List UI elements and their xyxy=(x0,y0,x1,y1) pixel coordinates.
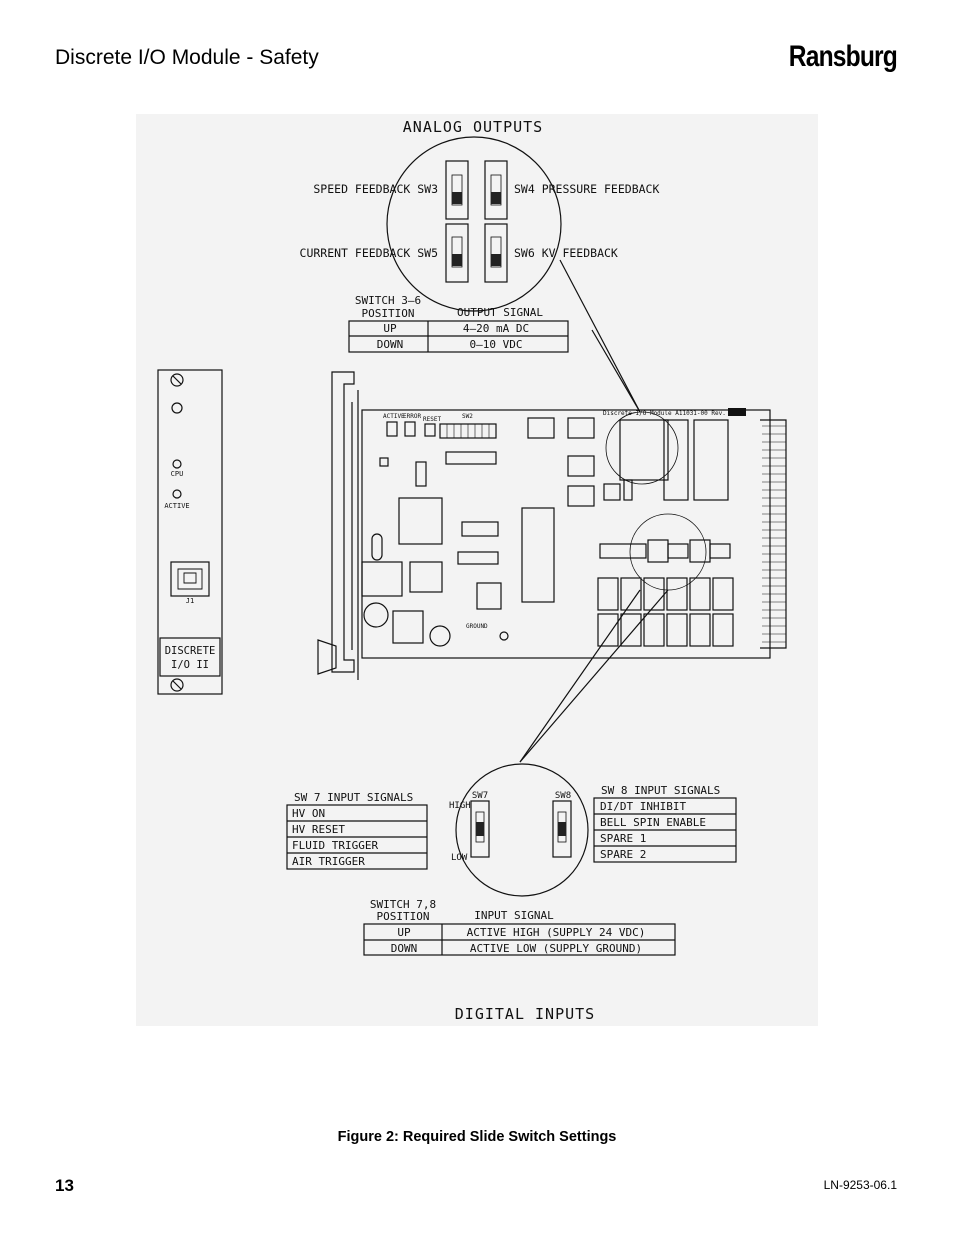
switch-settings-diagram: ANALOG OUTPUTS SPEED FEEDBACK SW3 SW4 PR… xyxy=(157,118,787,1023)
active-led-icon xyxy=(172,489,182,499)
relay-bank xyxy=(597,577,734,647)
svg-text:RESET: RESET xyxy=(423,416,441,423)
pcb-board: Discrete I/O Module A11031-00 Rev. ACTIV… xyxy=(361,408,787,659)
svg-text:UP: UP xyxy=(383,322,397,335)
sw4-label: SW4 PRESSURE FEEDBACK xyxy=(514,182,659,196)
cpu-led-icon xyxy=(172,459,182,469)
svg-text:SW2: SW2 xyxy=(462,413,473,420)
ic-u3 xyxy=(521,507,555,603)
document-number: LN-9253-06.1 xyxy=(823,1178,897,1192)
panel-name-line1: DISCRETE xyxy=(165,645,216,657)
svg-text:HV ON: HV ON xyxy=(292,807,325,820)
sw3-label: SPEED FEEDBACK SW3 xyxy=(313,182,438,196)
sw6-switch xyxy=(484,223,508,283)
svg-text:ACTIVE: ACTIVE xyxy=(383,413,405,420)
svg-text:SWITCH 7,8: SWITCH 7,8 xyxy=(370,898,436,911)
digital-switch-detail-circle xyxy=(455,763,589,897)
sw5-label: CURRENT FEEDBACK SW5 xyxy=(300,246,438,260)
sw8-input-signals-table: SW 8 INPUT SIGNALS DI/DT INHIBIT BELL SP… xyxy=(593,784,737,863)
brand-logo: Ransburg xyxy=(788,40,898,73)
switch-7-8-table: SWITCH 7,8 POSITION INPUT SIGNAL UP ACTI… xyxy=(363,898,676,956)
page-header-title: Discrete I/O Module - Safety xyxy=(55,46,319,69)
sw8-detail-label: SW8 xyxy=(555,791,571,801)
leader-line-analog xyxy=(559,259,641,413)
svg-text:4–20 mA DC: 4–20 mA DC xyxy=(463,322,529,335)
sw7-input-signals-table: SW 7 INPUT SIGNALS HV ON HV RESET FLUID … xyxy=(286,791,428,870)
low-label: LOW xyxy=(451,853,468,863)
svg-text:POSITION: POSITION xyxy=(377,910,430,923)
figure-caption: Figure 2: Required Slide Switch Settings xyxy=(337,1129,617,1145)
svg-text:ERROR: ERROR xyxy=(403,413,421,420)
sw8-switch xyxy=(552,800,572,858)
svg-text:UP: UP xyxy=(397,926,411,939)
switch-3-6-table: SWITCH 3–6 POSITION OUTPUT SIGNAL UP 4–2… xyxy=(348,294,569,353)
svg-text:SW 7 INPUT SIGNALS: SW 7 INPUT SIGNALS xyxy=(294,791,413,804)
j1-label: J1 xyxy=(186,597,194,605)
sw6-label: SW6 KV FEEDBACK xyxy=(514,246,618,260)
digital-inputs-title: DIGITAL INPUTS xyxy=(455,1005,595,1023)
svg-text:SPARE 2: SPARE 2 xyxy=(600,848,646,861)
svg-text:HV RESET: HV RESET xyxy=(292,823,345,836)
svg-text:ACTIVE HIGH (SUPPLY 24 VDC): ACTIVE HIGH (SUPPLY 24 VDC) xyxy=(467,926,646,939)
high-label: HIGH xyxy=(449,801,471,811)
panel-name-line2: I/O II xyxy=(171,659,209,671)
analog-switch-detail-circle xyxy=(386,136,562,312)
svg-text:ACTIVE LOW (SUPPLY GROUND): ACTIVE LOW (SUPPLY GROUND) xyxy=(470,942,642,955)
analog-outputs-title: ANALOG OUTPUTS xyxy=(403,118,543,136)
active-label: ACTIVE xyxy=(164,502,189,510)
svg-text:0–10 VDC: 0–10 VDC xyxy=(470,338,523,351)
svg-text:DOWN: DOWN xyxy=(377,338,404,351)
svg-text:INPUT SIGNAL: INPUT SIGNAL xyxy=(474,909,554,922)
svg-text:DOWN: DOWN xyxy=(391,942,418,955)
board-label: Discrete I/O Module A11031-00 Rev. xyxy=(603,410,726,417)
svg-text:AIR TRIGGER: AIR TRIGGER xyxy=(292,855,365,868)
front-panel: CPU ACTIVE J1 DISCRETE I/O II xyxy=(157,369,223,695)
ic-u4 xyxy=(398,497,443,545)
page-number: 13 xyxy=(55,1176,74,1195)
j1-connector-icon xyxy=(170,561,210,597)
svg-text:DI/DT INHIBIT: DI/DT INHIBIT xyxy=(600,800,686,813)
board-bracket xyxy=(317,371,359,680)
svg-text:OUTPUT SIGNAL: OUTPUT SIGNAL xyxy=(457,306,543,319)
svg-text:SWITCH 3–6: SWITCH 3–6 xyxy=(355,294,421,307)
svg-text:BELL SPIN ENABLE: BELL SPIN ENABLE xyxy=(600,816,706,829)
figure-panel: ANALOG OUTPUTS SPEED FEEDBACK SW3 SW4 PR… xyxy=(136,114,818,1026)
sw4-switch xyxy=(484,160,508,220)
sw3-switch xyxy=(445,160,469,220)
leader-line-digital xyxy=(519,589,669,763)
svg-text:POSITION: POSITION xyxy=(362,307,415,320)
svg-text:SPARE 1: SPARE 1 xyxy=(600,832,646,845)
sw5-switch xyxy=(445,223,469,283)
svg-text:SW 8 INPUT SIGNALS: SW 8 INPUT SIGNALS xyxy=(601,784,720,797)
svg-text:FLUID TRIGGER: FLUID TRIGGER xyxy=(292,839,378,852)
sw7-switch xyxy=(470,800,490,858)
sw7-detail-label: SW7 xyxy=(472,791,488,801)
cpu-label: CPU xyxy=(171,470,184,478)
svg-text:GROUND: GROUND xyxy=(466,623,488,630)
